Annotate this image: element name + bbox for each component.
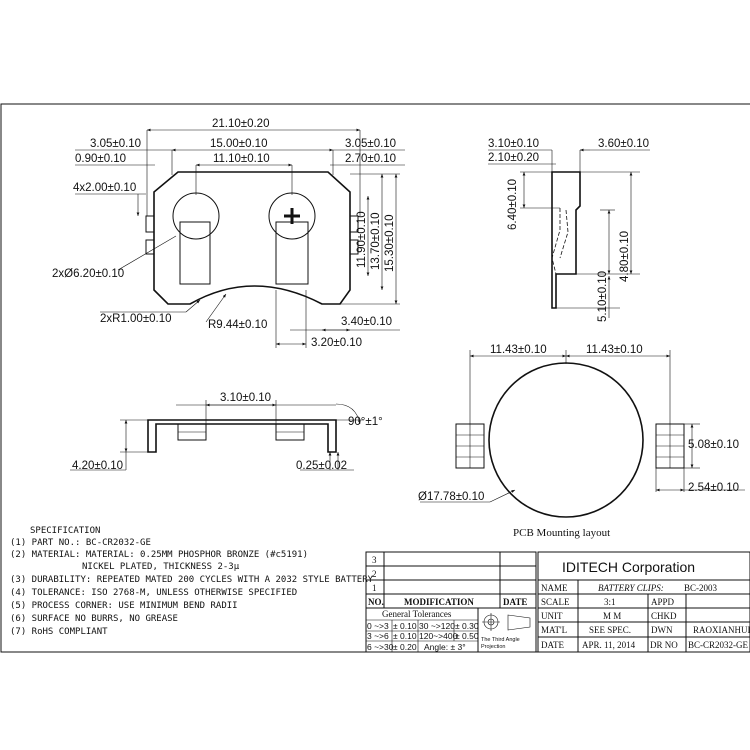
dim-overall-width: 21.10±0.20 [212,118,269,130]
dim-slot-left: 0.90±0.10 [75,153,126,165]
pcb-layout: 11.43±0.10 11.43±0.10 5.08±0.10 2.54±0.1… [418,344,745,539]
rev-row-3: 3 [372,555,377,565]
third-angle-projection-icon [482,613,531,631]
dim-height-1: 11.90±0.10 [356,211,368,268]
specification: SPECIFICATION (1) PART NO.: BC-CR2032-GE… [10,526,374,637]
dim-pad-width: 2.54±0.10 [688,482,739,494]
spec-line-8: (7) RoHS COMPLIANT [10,627,108,637]
rev-row-1: 1 [372,583,377,593]
rev-header-modification: MODIFICATION [404,597,474,607]
dim-outer-tab-right: 3.05±0.10 [345,138,396,150]
spec-line-3: NICKEL PLATED, THICKNESS 2-3μ [82,562,240,572]
company-name: IDITECH Corporation [562,559,695,575]
drno-value: BC-CR2032-GE [688,640,749,650]
tol-r2-c1: 3 ~>6 [367,631,389,641]
rev-header-date: DATE [503,597,527,607]
projection-label-2: Projection [481,644,505,650]
front-view-outline [147,419,337,453]
front-view: 3.10±0.10 90°±1° 4.20±0.10 0.25±0.02 [70,392,383,472]
dim-height-3: 15.30±0.10 [384,215,396,272]
dim-side-height-b: 4.80±0.10 [619,231,631,282]
tol-r2-c4: ± 0.50 [455,631,479,641]
dwn-label: DWN [651,625,673,635]
drno-label: DR NO [650,640,678,650]
tol-r2-c2: ± 0.10 [393,631,417,641]
tol-r3-c1: 6 ~>30 [367,642,394,652]
right-tab-lower [349,239,359,255]
spec-line-7: (6) SURFACE NO BURRS, NO GREASE [10,614,178,624]
name-value: BATTERY CLIPS: [598,583,664,593]
tol-r3-c2: ± 0.20 [393,642,417,652]
chkd-label: CHKD [651,611,677,621]
tolerance-title: General Tolerances [382,609,452,619]
tol-r1-c3: 30 ~>120 [419,621,455,631]
pcb-battery-circle [488,362,644,518]
dim-slot-right: 2.70±0.10 [345,153,396,165]
rev-row-2: 2 [372,569,377,579]
right-contact-strip [275,221,309,285]
side-view: 3.10±0.10 3.60±0.10 2.10±0.20 6.40±0.10 … [488,138,650,322]
spec-line-1: (1) PART NO.: BC-CR2032-GE [10,538,151,548]
dim-side-top-b: 3.60±0.10 [598,138,649,150]
dim-front-angle: 90°±1° [348,416,383,428]
dim-pcb-diameter: Ø17.78±0.10 [418,491,484,503]
title-block: 3 2 1 NO. MODIFICATION DATE General Tole… [365,551,750,653]
dim-inner-span: 15.00±0.10 [210,138,267,150]
dim-front-thickness: 0.25±0.02 [296,460,347,472]
dim-radius-large: R9.44±0.10 [208,319,267,331]
unit-label: UNIT [541,611,563,621]
tol-r1-c1: 0 ~>3 [367,621,389,631]
dim-bottom-right: 3.40±0.10 [341,316,392,328]
dim-front-height: 4.20±0.10 [72,460,123,472]
dim-front-width: 3.10±0.10 [220,392,271,404]
scale-label: SCALE [541,597,570,607]
left-tab-lower [145,239,155,255]
right-tab-upper [349,215,359,233]
projection-label-1: The Third Angle [481,637,520,643]
plus-icon [284,208,300,224]
date-label: DATE [541,640,564,650]
dim-pad-height: 5.08±0.10 [688,439,739,451]
scale-value: 3:1 [604,597,616,607]
dim-pcb-right: 11.43±0.10 [586,344,643,356]
name-part: BC-2003 [684,583,718,593]
rev-header-no: NO. [368,597,384,607]
tol-r2-c3: 120~>400 [419,631,458,641]
tol-r3-c3: Angle: ± 3° [424,642,466,652]
dim-holes: 2xØ6.20±0.10 [52,268,124,280]
dim-slot-height: 4x2.00±0.10 [73,182,136,194]
dwn-value: RAOXIANHUI [693,625,750,635]
spec-line-2: (2) MATERIAL: MATERIAL: 0.25MM PHOSPHOR … [10,550,308,560]
tol-r1-c4: ± 0.30 [455,621,479,631]
matl-value: SEE SPEC. [589,625,631,635]
spec-line-5: (4) TOLERANCE: ISO 2768-M, UNLESS OTHERW… [10,588,297,598]
dim-side-height-a: 6.40±0.10 [507,179,519,230]
appd-label: APPD [651,597,675,607]
side-view-outline [551,171,581,309]
dim-bottom-center: 3.20±0.10 [311,337,362,349]
left-tab-upper [145,215,155,233]
left-contact-strip [179,221,211,285]
top-view: 21.10±0.20 3.05±0.10 3.05±0.10 15.00±0.1… [52,118,405,349]
unit-value: M M [603,611,621,621]
spec-line-6: (5) PROCESS CORNER: USE MINIMUM BEND RAD… [10,601,238,611]
spec-line-4: (3) DURABILITY: REPEATED MATED 200 CYCLE… [10,575,374,585]
dim-side-height-c: 5.10±0.10 [597,271,609,322]
dim-side-top-c: 2.10±0.20 [488,152,539,164]
dim-outer-tab-left: 3.05±0.10 [90,138,141,150]
matl-label: MAT'L [541,625,567,635]
spec-heading: SPECIFICATION [30,526,100,536]
pcb-caption: PCB Mounting layout [513,527,610,539]
dim-radius-small: 2xR1.00±0.10 [100,313,172,325]
dim-side-top-a: 3.10±0.10 [488,138,539,150]
tol-r1-c2: ± 0.10 [393,621,417,631]
date-value: APR. 11, 2014 [582,640,636,650]
name-label: NAME [541,583,568,593]
dim-pcb-left: 11.43±0.10 [490,344,547,356]
dim-hole-span: 11.10±0.10 [213,153,270,165]
dim-height-2: 13.70±0.10 [370,213,382,270]
